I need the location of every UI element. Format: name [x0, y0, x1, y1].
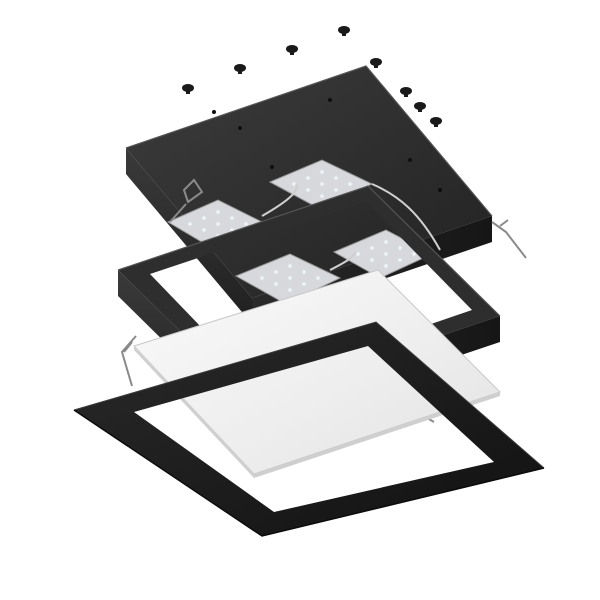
spring-clip-icon [169, 178, 204, 223]
diffuser-panel [133, 269, 501, 478]
screw-icon [286, 45, 298, 55]
screw-icon [370, 58, 382, 68]
screw-icon [234, 64, 246, 74]
screw-icon [338, 26, 350, 36]
wire [329, 251, 357, 271]
spring-clip-icon [120, 335, 137, 387]
screw-icon [430, 117, 442, 127]
mounting-screws [182, 26, 442, 127]
screw-icon [182, 84, 194, 94]
screw-icon [400, 87, 412, 97]
led-board [234, 253, 342, 305]
spring-clip-icon [491, 219, 527, 259]
screw-icon [414, 102, 426, 112]
trim-bezel [73, 321, 545, 537]
wire [371, 183, 441, 251]
wire [261, 183, 298, 217]
